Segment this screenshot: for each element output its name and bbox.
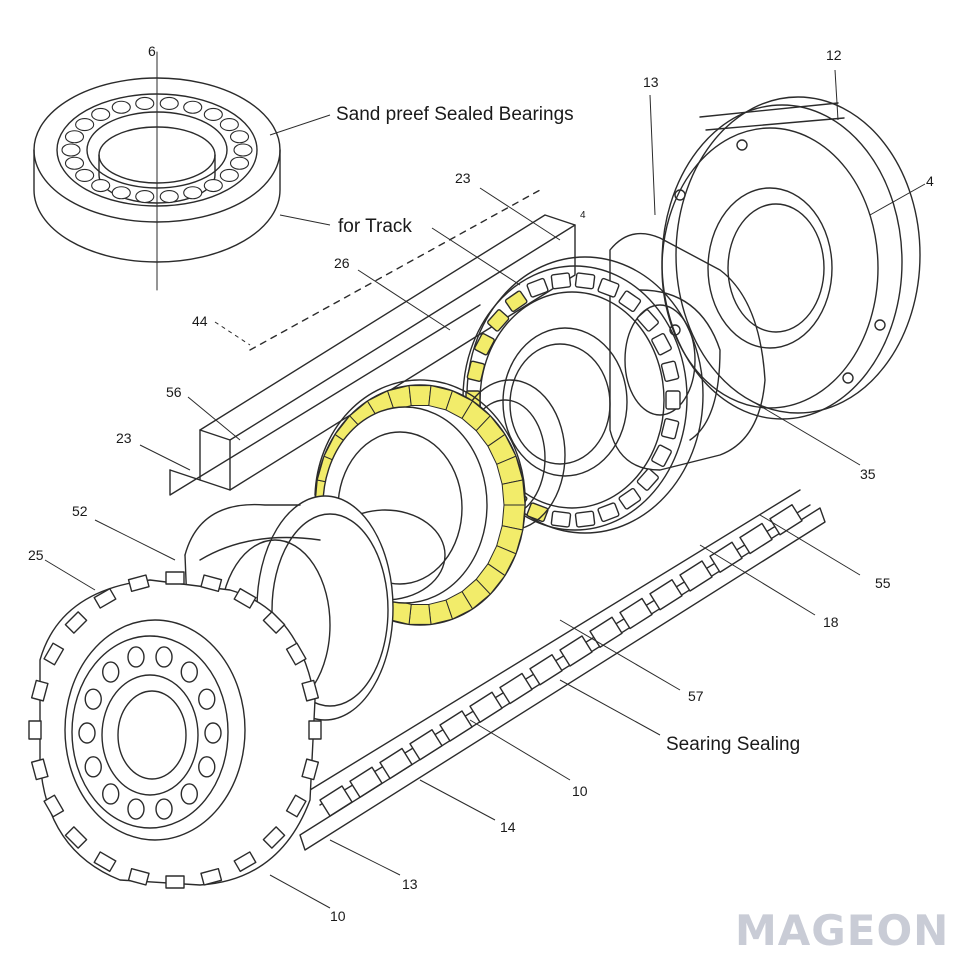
- callout-44: 44: [192, 313, 208, 329]
- track-rail: [169, 189, 576, 496]
- callout-52: 52: [72, 503, 88, 519]
- callout-57: 57: [688, 688, 704, 704]
- track-chain: [299, 489, 826, 851]
- callout-23-top: 23: [455, 170, 471, 186]
- callout-56: 56: [166, 384, 182, 400]
- callout-35: 35: [860, 466, 876, 482]
- sealed-bearing-top: [33, 51, 281, 291]
- callout-13-bottom: 13: [402, 876, 418, 892]
- caption-subtitle: for Track: [338, 216, 412, 237]
- callout-4: 4: [926, 173, 934, 189]
- callout-14: 14: [500, 819, 516, 835]
- callout-25: 25: [28, 547, 44, 563]
- callout-10-mid: 10: [572, 783, 588, 799]
- caption-title: Sand preef Sealed Bearings: [336, 104, 574, 125]
- mageon-watermark: MAGEON: [735, 906, 949, 955]
- callout-10-bottom: 10: [330, 908, 346, 924]
- callout-12: 12: [826, 47, 842, 63]
- seal-bracket: [609, 232, 766, 471]
- callout-26: 26: [334, 255, 350, 271]
- callout-18: 18: [823, 614, 839, 630]
- sprocket-wheel: [28, 571, 322, 889]
- callout-4-small: 4: [580, 210, 586, 221]
- callout-13-top: 13: [643, 74, 659, 90]
- callout-6: 6: [148, 43, 156, 59]
- callout-23-left: 23: [116, 430, 132, 446]
- leader-lines: [44, 69, 926, 909]
- callout-55: 55: [875, 575, 891, 591]
- caption-bottom: Searing Sealing: [666, 734, 800, 755]
